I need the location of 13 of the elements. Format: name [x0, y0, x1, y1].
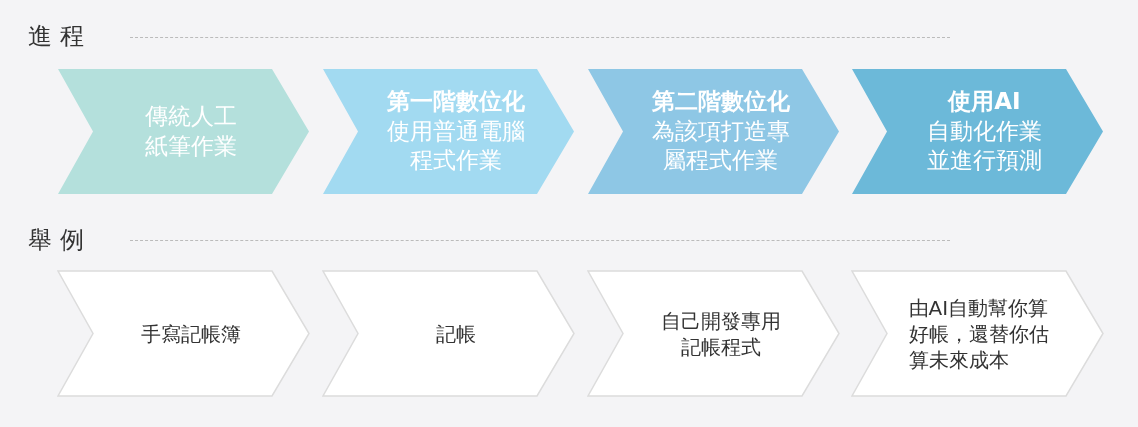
stage-title: 第二階數位化	[651, 86, 790, 116]
example-text: 手寫記帳簿	[139, 320, 242, 347]
stage-title: 第一階數位化	[386, 86, 525, 116]
stage-text: 傳統人工紙筆作業	[143, 101, 238, 161]
example-text: 記帳	[434, 320, 477, 347]
stage-text: 使用普通電腦程式作業	[385, 116, 526, 176]
stage-text: 自動化作業並進行預測	[926, 116, 1043, 176]
example-text: 由AI自動幫你算好帳，還替你估算未來成本	[908, 294, 1050, 373]
stage-title: 使用AI	[948, 86, 1021, 116]
section-heading: 舉例	[28, 225, 92, 256]
section-heading: 進程	[28, 21, 92, 52]
stage-text: 為該項打造專屬程式作業	[650, 116, 791, 176]
example-text: 自己開發專用記帳程式	[659, 307, 782, 360]
